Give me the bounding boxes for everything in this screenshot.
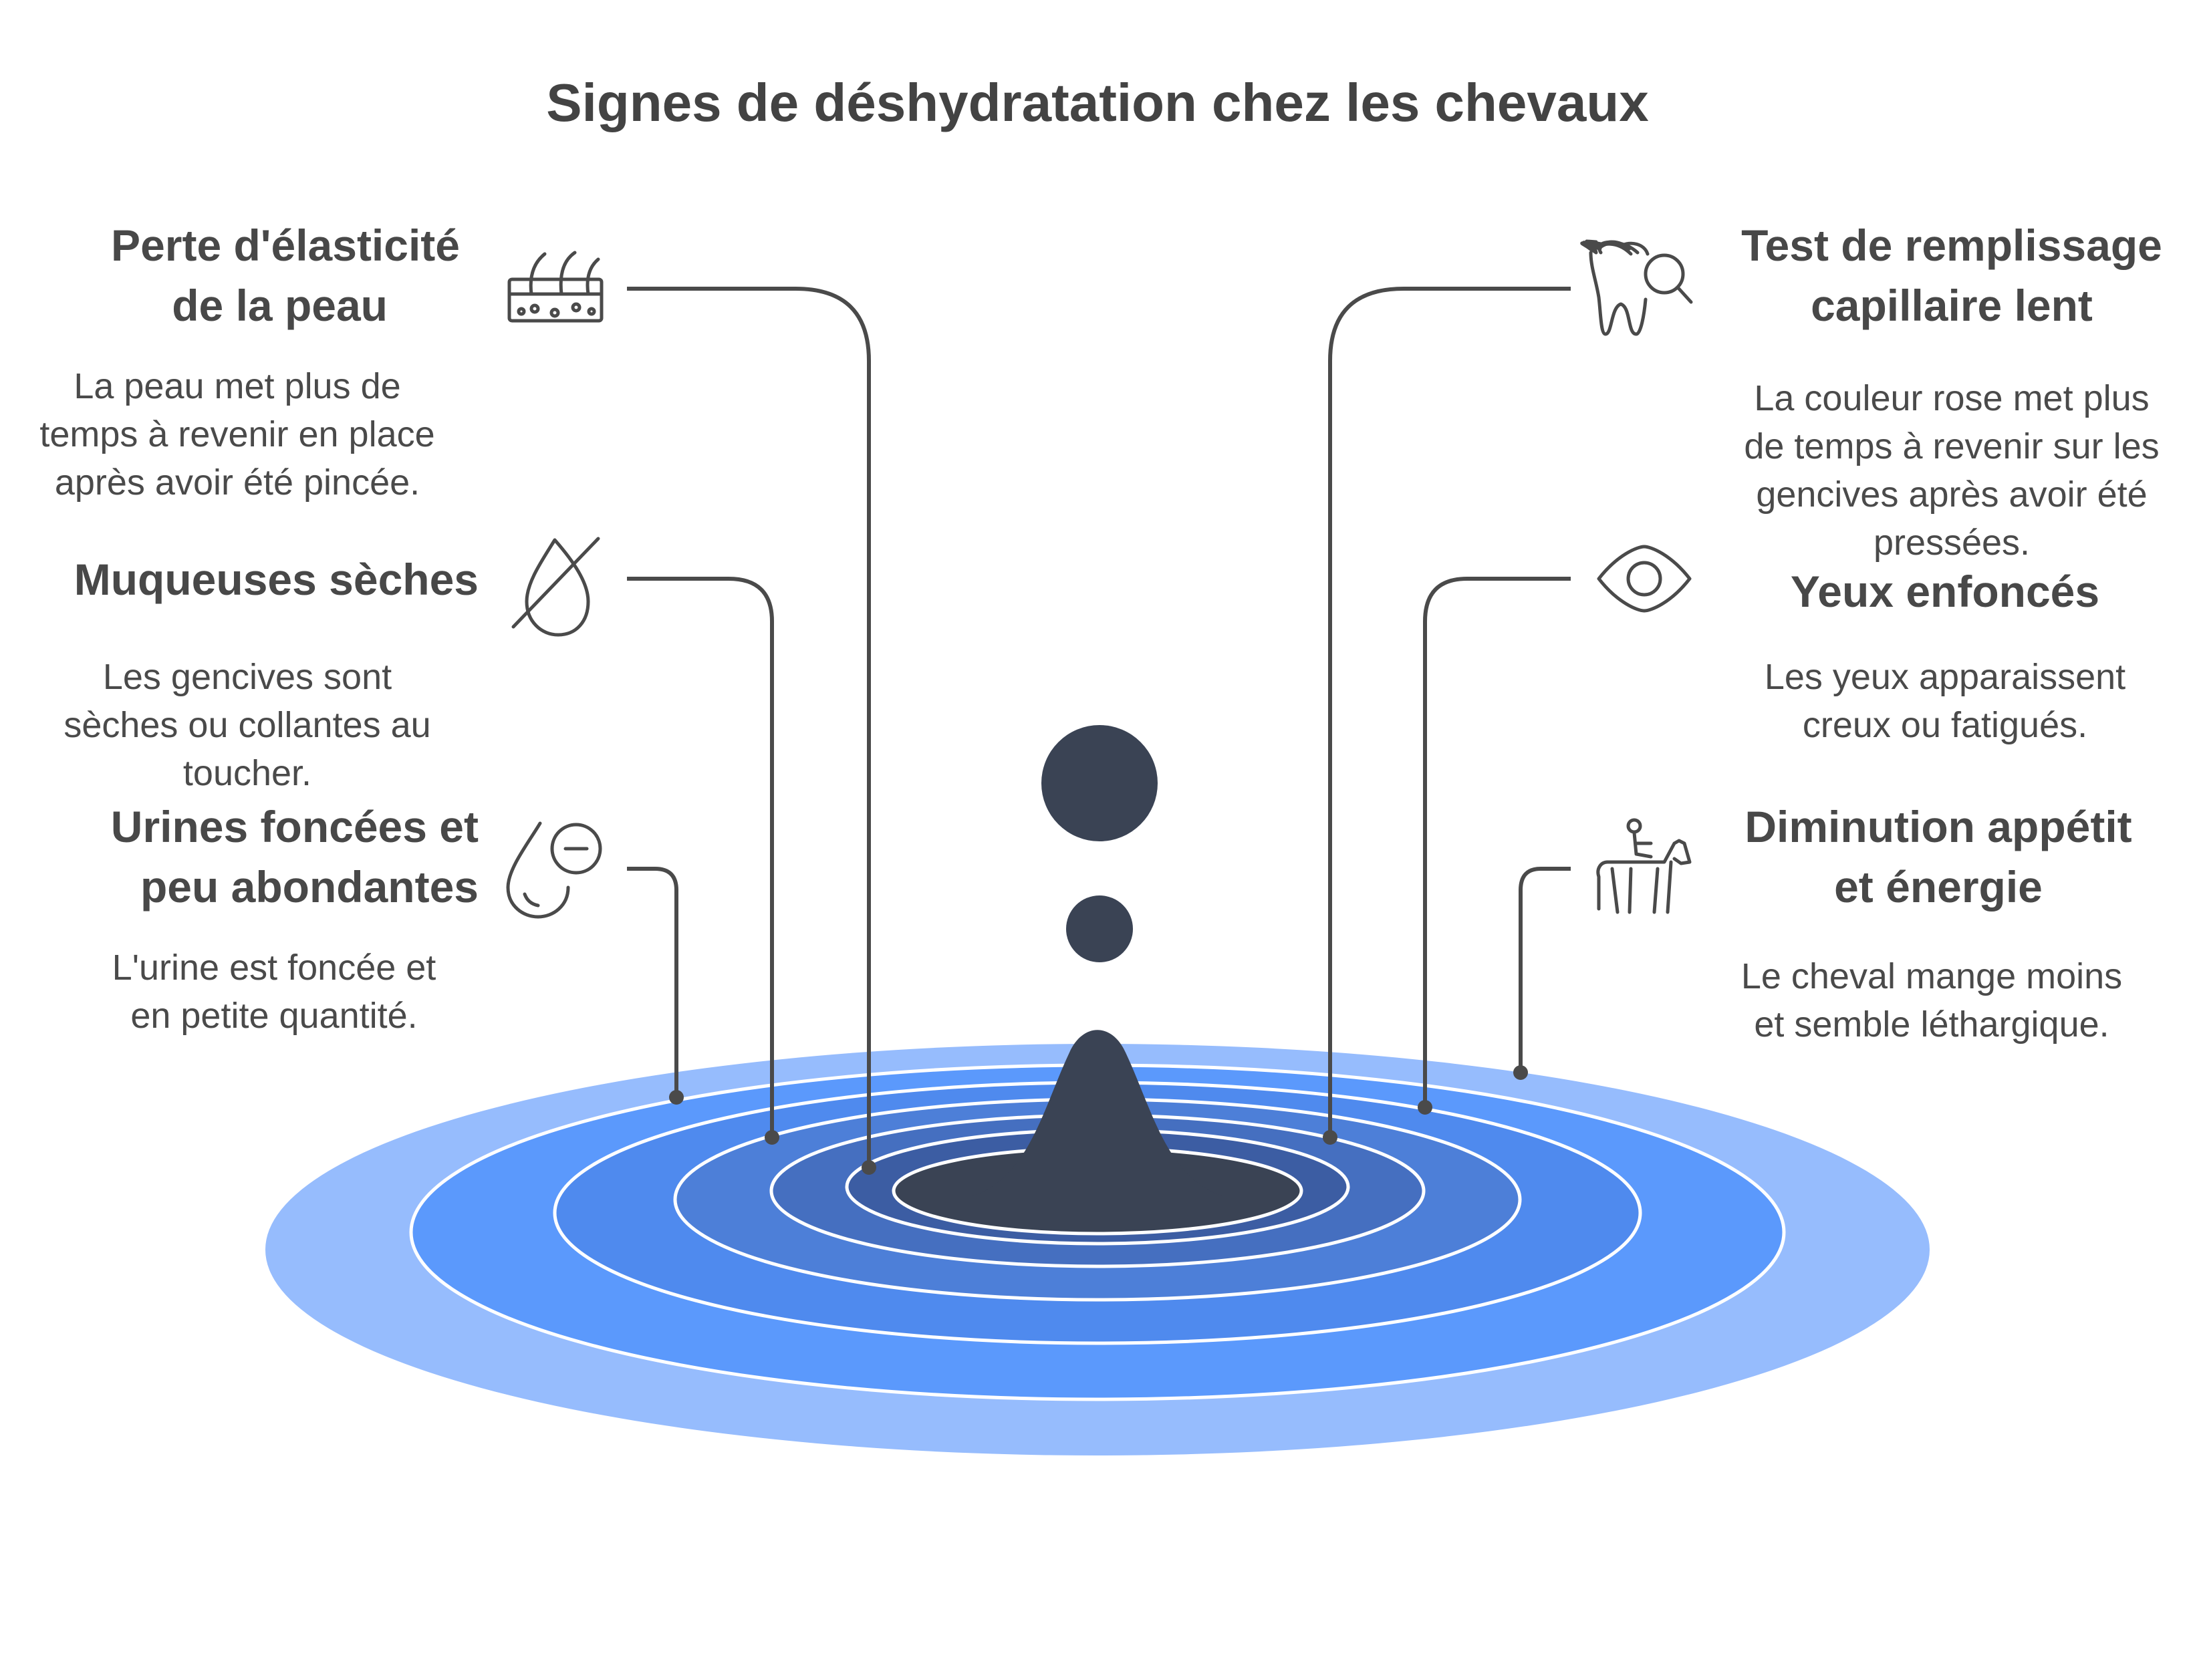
sign-mucosa-desc-line-1: Les gencives sont bbox=[102, 657, 392, 697]
drop-minus-icon bbox=[506, 821, 602, 919]
sign-eyes-desc-line-2: creux ou fatigués. bbox=[1802, 705, 2088, 745]
sign-skin-title-line-2: de la peau bbox=[172, 281, 388, 330]
sign-skin-title: Perte d'élasticité de la peau bbox=[111, 215, 460, 335]
falling-drop-small bbox=[1066, 895, 1133, 962]
connector-urine bbox=[627, 867, 678, 1096]
sign-energy-desc-line-1: Le cheval mange moins bbox=[1740, 956, 2123, 996]
sign-skin-desc-line-3: après avoir été pincée. bbox=[54, 462, 420, 503]
splash-peak bbox=[973, 1030, 1222, 1203]
connector-dot-energy bbox=[1513, 1065, 1528, 1080]
sign-capillary-title: Test de remplissage capillaire lent bbox=[1711, 215, 2192, 335]
page-title: Signes de déshydratation chez les chevau… bbox=[546, 73, 1649, 132]
sign-capillary-title-line-2: capillaire lent bbox=[1811, 281, 2093, 330]
sign-energy-title-line-1: Diminution appétit bbox=[1745, 802, 2132, 851]
sign-urine-title: Urines foncées et peu abondantes bbox=[111, 797, 479, 917]
skin-hair-icon bbox=[507, 251, 604, 323]
sign-mucosa-title: Muqueuses sèches bbox=[74, 549, 479, 609]
connector-dots bbox=[669, 1065, 1528, 1175]
sign-capillary-desc-line-1: La couleur rose met plus bbox=[1754, 378, 2150, 418]
sign-urine-desc-line-2: en petite quantité. bbox=[130, 996, 418, 1036]
sign-eyes-description: Les yeux apparaissent creux ou fatigués. bbox=[1711, 653, 2179, 749]
sign-skin-title-line-1: Perte d'élasticité bbox=[111, 221, 460, 270]
sign-eyes-title-line-1: Yeux enfoncés bbox=[1790, 567, 2100, 616]
sign-capillary-description: La couleur rose met plus de temps à reve… bbox=[1711, 374, 2192, 567]
sign-urine-title-line-2: peu abondantes bbox=[140, 862, 479, 912]
no-drop-icon bbox=[511, 537, 600, 637]
sign-energy-desc-line-2: et semble léthargique. bbox=[1754, 1004, 2109, 1044]
connector-dot-mucosa bbox=[765, 1130, 779, 1145]
eye-icon bbox=[1597, 545, 1692, 613]
connector-capillary bbox=[1328, 287, 1571, 1136]
horse-rider-icon bbox=[1596, 818, 1692, 914]
sign-eyes-title: Yeux enfoncés bbox=[1711, 561, 2179, 621]
connector-dot-urine bbox=[669, 1090, 684, 1105]
sign-skin-desc-line-2: temps à revenir en place bbox=[39, 414, 435, 454]
sign-urine-title-line-1: Urines foncées et bbox=[110, 802, 479, 851]
sign-capillary-desc-line-2: de temps à revenir sur les bbox=[1744, 426, 2160, 466]
sign-energy-title: Diminution appétit et énergie bbox=[1698, 797, 2179, 917]
connector-dot-skin bbox=[862, 1160, 876, 1175]
sign-capillary-title-line-1: Test de remplissage bbox=[1741, 221, 2162, 270]
sign-skin-desc-line-1: La peau met plus de bbox=[74, 366, 401, 406]
connector-energy bbox=[1519, 867, 1571, 1071]
sign-mucosa-desc-line-3: toucher. bbox=[182, 753, 312, 793]
sign-urine-description: L'urine est foncée et en petite quantité… bbox=[40, 944, 508, 1040]
tooth-search-icon bbox=[1580, 239, 1693, 336]
sign-mucosa-description: Les gencives sont sèches ou collantes au… bbox=[27, 653, 468, 797]
sign-mucosa-title-line-1: Muqueuses sèches bbox=[74, 555, 479, 604]
sign-capillary-desc-line-3: gencives après avoir été bbox=[1756, 474, 2148, 515]
connector-lines bbox=[627, 287, 1571, 1166]
sign-mucosa-desc-line-2: sèches ou collantes au bbox=[63, 705, 431, 745]
connector-mucosa bbox=[627, 577, 774, 1136]
sign-energy-description: Le cheval mange moins et semble léthargi… bbox=[1698, 952, 2166, 1048]
falling-drop-large bbox=[1041, 725, 1158, 841]
sign-energy-title-line-2: et énergie bbox=[1834, 862, 2043, 912]
sign-eyes-desc-line-1: Les yeux apparaissent bbox=[1764, 657, 2126, 697]
sign-skin-description: La peau met plus de temps à revenir en p… bbox=[0, 362, 475, 507]
connector-skin bbox=[627, 287, 871, 1166]
connector-dot-eyes bbox=[1418, 1100, 1432, 1115]
connector-dot-capillary bbox=[1323, 1130, 1337, 1145]
connector-eyes bbox=[1423, 577, 1571, 1106]
sign-capillary-desc-line-4: pressées. bbox=[1873, 523, 2031, 563]
sign-urine-desc-line-1: L'urine est foncée et bbox=[112, 948, 436, 988]
